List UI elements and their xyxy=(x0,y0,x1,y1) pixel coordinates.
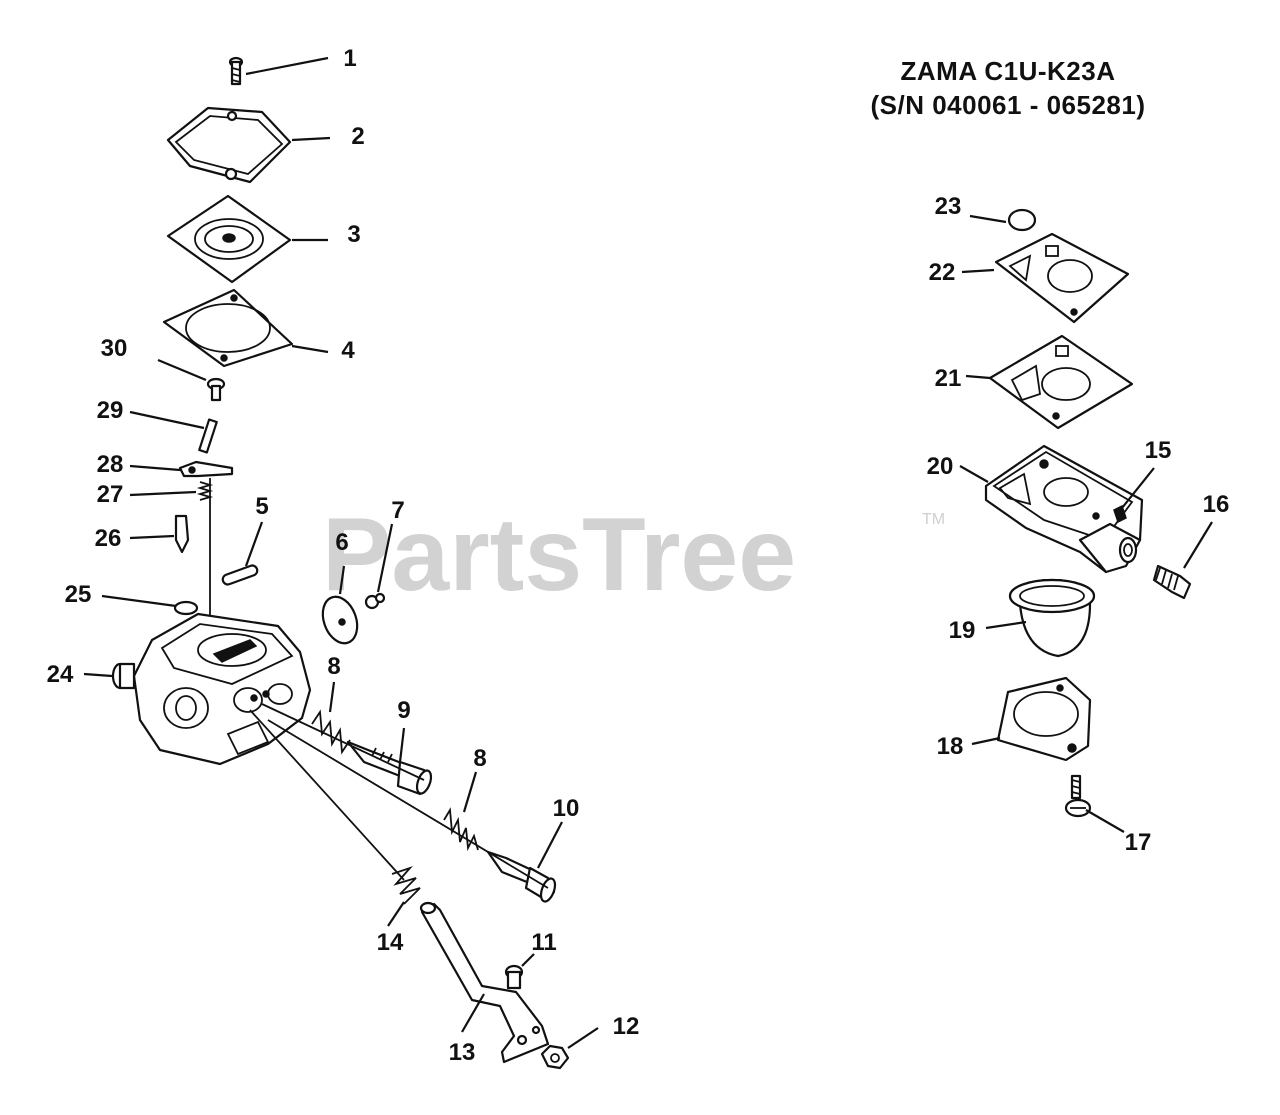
part-16-screw[interactable] xyxy=(1152,564,1192,600)
watermark-trademark: TM xyxy=(922,511,945,528)
callout-17: 17 xyxy=(1125,829,1152,856)
part-13-throttle-lever[interactable] xyxy=(419,901,550,1064)
diagram-title: ZAMA C1U-K23A xyxy=(901,56,1116,86)
callout-9: 9 xyxy=(397,697,410,724)
part-22-gasket[interactable] xyxy=(994,232,1130,324)
callout-27: 27 xyxy=(97,481,124,508)
part-19-primer-bulb[interactable] xyxy=(1008,578,1096,658)
part-8-spring-lower[interactable] xyxy=(443,807,479,852)
callout-8-upper: 8 xyxy=(327,653,340,680)
part-28-lever[interactable] xyxy=(178,460,234,478)
callout-23: 23 xyxy=(935,193,962,220)
callout-1: 1 xyxy=(343,45,356,72)
callout-18: 18 xyxy=(937,733,964,760)
part-17-screw[interactable] xyxy=(1064,774,1092,818)
part-11-screw[interactable] xyxy=(504,964,524,990)
callout-5: 5 xyxy=(255,493,268,520)
part-carburetor-body xyxy=(132,612,312,766)
callout-14: 14 xyxy=(377,929,404,956)
part-3-diaphragm[interactable] xyxy=(166,194,292,284)
serial-range: (S/N 040061 - 065281) xyxy=(870,90,1145,120)
callout-25: 25 xyxy=(65,581,92,608)
part-25-washer[interactable] xyxy=(173,600,199,616)
callout-21: 21 xyxy=(935,365,962,392)
part-4-gasket[interactable] xyxy=(162,288,294,368)
part-6-disc[interactable] xyxy=(317,592,363,648)
part-26-needle[interactable] xyxy=(174,514,190,554)
callout-26: 26 xyxy=(95,525,122,552)
callout-24: 24 xyxy=(47,661,74,688)
part-8-spring-upper[interactable] xyxy=(311,709,351,755)
callout-19: 19 xyxy=(949,617,976,644)
watermark-text: PartsTree xyxy=(322,497,796,613)
callout-8-lower: 8 xyxy=(473,745,486,772)
part-27-spring[interactable] xyxy=(196,481,214,501)
part-12-nut[interactable] xyxy=(540,1044,570,1070)
callout-10: 10 xyxy=(553,795,580,822)
part-30-screw[interactable] xyxy=(206,377,226,402)
callout-16: 16 xyxy=(1203,491,1230,518)
part-1-screw[interactable] xyxy=(228,56,244,86)
callout-11: 11 xyxy=(531,929,556,956)
callout-20: 20 xyxy=(927,453,954,480)
part-10-needle-screw[interactable] xyxy=(486,850,558,903)
callout-13: 13 xyxy=(449,1039,476,1066)
part-23-plug[interactable] xyxy=(1007,208,1037,232)
part-2-cover[interactable] xyxy=(166,106,292,184)
callout-3: 3 xyxy=(347,221,360,248)
part-14-spring[interactable] xyxy=(391,866,421,905)
part-21-metering-plate[interactable] xyxy=(988,334,1134,430)
part-15-screen[interactable] xyxy=(1113,504,1127,524)
callout-4: 4 xyxy=(341,337,355,364)
callout-12: 12 xyxy=(613,1013,640,1040)
part-7-screw[interactable] xyxy=(364,592,386,610)
part-24-plug[interactable] xyxy=(111,662,136,690)
callout-28: 28 xyxy=(97,451,124,478)
callout-15: 15 xyxy=(1145,437,1172,464)
callout-2: 2 xyxy=(351,123,364,150)
callout-6: 6 xyxy=(335,529,348,556)
callout-22: 22 xyxy=(929,259,956,286)
callout-7: 7 xyxy=(391,497,404,524)
part-18-flange[interactable] xyxy=(996,676,1092,762)
part-5-pin[interactable] xyxy=(221,564,259,586)
callout-30: 30 xyxy=(101,335,128,362)
callout-29: 29 xyxy=(97,397,124,424)
part-29-pin[interactable] xyxy=(198,418,218,454)
